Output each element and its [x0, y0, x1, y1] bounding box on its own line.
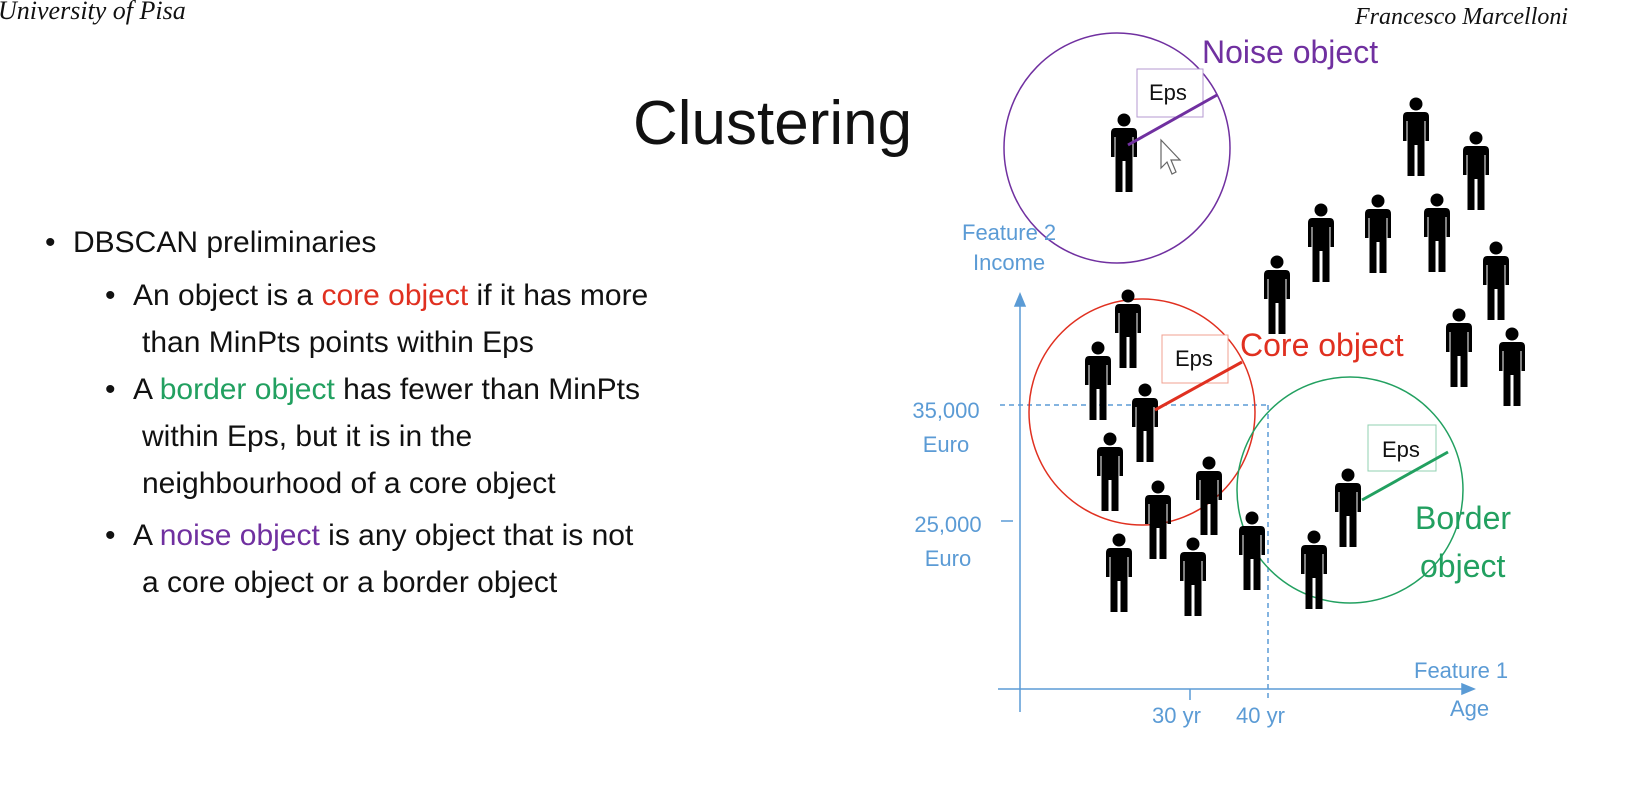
y-tick-25000: 25,000 Euro: [905, 512, 991, 572]
text: within Eps, but it is in the: [142, 420, 473, 453]
person-icon: [1483, 241, 1509, 320]
person-icon: [1365, 194, 1391, 273]
author-name: Francesco Marcelloni: [1355, 4, 1569, 30]
text: An object is a: [133, 279, 322, 312]
tick-unit: Euro: [922, 432, 970, 457]
person-icon: [1239, 511, 1265, 590]
text: A: [133, 519, 160, 552]
person-icon: [1132, 383, 1158, 462]
bullet-main: •DBSCAN preliminaries: [45, 226, 377, 259]
person-icon: [1180, 537, 1206, 616]
tick-value: 35,000: [912, 398, 980, 423]
slide-title: Clustering: [633, 89, 913, 158]
mouse-cursor-icon: [1160, 138, 1182, 175]
core-object-term: core object: [321, 279, 469, 312]
y-axis-arrow: [1013, 292, 1027, 307]
bullet-border: •A border object has fewer than MinPts w…: [105, 366, 640, 507]
text: A: [133, 373, 160, 406]
x-tick-40yr: 40 yr: [1236, 703, 1285, 728]
y-axis-label-2: Income: [973, 250, 1046, 275]
y-axis-label: Feature 2 Income: [962, 220, 1056, 276]
core-eps-label: Eps: [1175, 346, 1213, 371]
person-icon: [1463, 131, 1489, 210]
person-icon: [1106, 533, 1132, 612]
core-object-label: Core object: [1240, 327, 1404, 363]
tick-unit: Euro: [924, 546, 972, 571]
tick-value: 25,000: [914, 512, 982, 537]
noise-eps-label: Eps: [1149, 80, 1187, 105]
x-axis-label-1: Feature 1: [1414, 658, 1509, 683]
border-object-label-2: object: [1420, 548, 1506, 584]
core-eps-radius: [1154, 360, 1243, 412]
bullet-noise: •A noise object is any object that is no…: [105, 512, 633, 606]
border-eps-label: Eps: [1382, 437, 1420, 462]
person-icon: [1097, 432, 1123, 511]
person-icon: [1264, 255, 1290, 334]
text: if it has more: [468, 279, 649, 312]
noise-eps-circle: [1003, 32, 1231, 264]
bullet-core: •An object is a core object if it has mo…: [105, 272, 648, 366]
border-object-label-1: Border: [1415, 500, 1512, 536]
text: a core object or a border object: [142, 566, 558, 599]
y-tick-35000: 35,000 Euro: [903, 398, 989, 458]
border-eps-radius: [1361, 450, 1449, 502]
person-icon: [1499, 327, 1525, 406]
person-icon: [1446, 308, 1472, 387]
university-logo-text: University of Pisa: [0, 0, 186, 25]
x-axis-label-2: Age: [1450, 696, 1490, 721]
person-icon: [1085, 341, 1111, 420]
text: has fewer than MinPts: [334, 373, 640, 406]
text: than MinPts points within Eps: [142, 326, 534, 359]
noise-object-term: noise object: [159, 519, 320, 552]
text: neighbourhood of a core object: [142, 467, 556, 500]
border-object-term: border object: [159, 373, 335, 406]
core-eps-circle: [1028, 298, 1256, 526]
noise-object-label: Noise object: [1202, 34, 1379, 70]
person-icon: [1111, 113, 1137, 192]
border-eps-box: [1367, 424, 1437, 472]
text: is any object that is not: [319, 519, 634, 552]
bullet-main-text: DBSCAN preliminaries: [73, 226, 377, 259]
noise-eps-radius: [1127, 93, 1218, 147]
border-eps-circle: [1236, 376, 1464, 604]
x-axis-arrow: [1461, 682, 1476, 696]
axes: [998, 292, 1476, 712]
person-icon: [1424, 193, 1450, 272]
x-tick-30yr: 30 yr: [1152, 703, 1201, 728]
person-icon: [1403, 97, 1429, 176]
person-icon: [1145, 480, 1171, 559]
y-axis-label-1: Feature 2: [962, 220, 1057, 245]
person-icon: [1335, 468, 1361, 547]
person-icon: [1308, 203, 1334, 282]
